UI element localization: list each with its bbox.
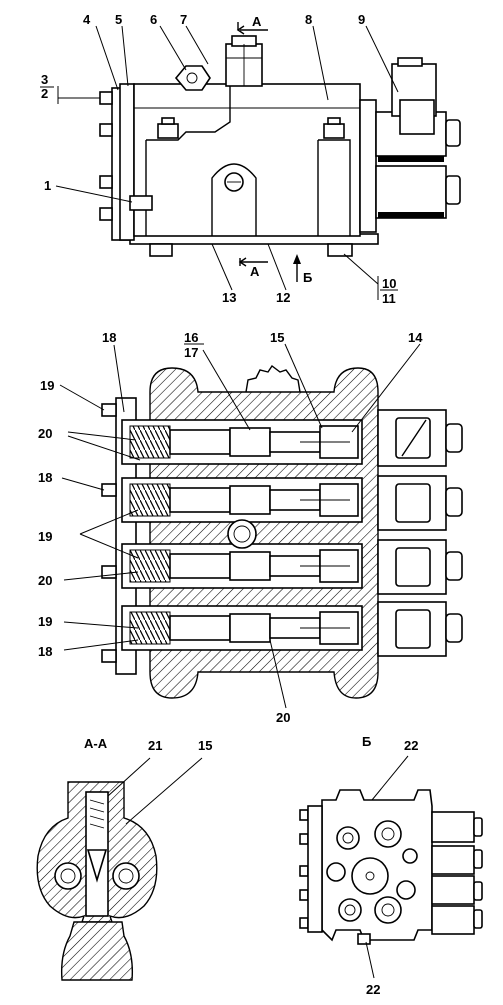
label-18-top: 18 bbox=[102, 330, 116, 345]
label-6: 6 bbox=[150, 12, 157, 27]
spool-2 bbox=[121, 477, 363, 523]
label-19-a: 19 bbox=[40, 378, 54, 393]
end-cover bbox=[119, 83, 135, 241]
section-mark-a-bottom: А bbox=[250, 264, 260, 279]
label-4: 4 bbox=[83, 12, 91, 27]
bolt-head bbox=[99, 123, 113, 137]
label-8: 8 bbox=[305, 12, 312, 27]
view-b: Б bbox=[299, 734, 483, 979]
label-22-bottom: 22 bbox=[366, 982, 380, 997]
label-7: 7 bbox=[180, 12, 187, 27]
label-19-b: 19 bbox=[38, 529, 52, 544]
label-15-aa: 15 bbox=[198, 738, 212, 753]
label-16: 16 bbox=[184, 330, 198, 345]
label-5: 5 bbox=[115, 12, 122, 27]
label-9: 9 bbox=[358, 12, 365, 27]
label-18-c: 18 bbox=[38, 644, 52, 659]
left-end-cap bbox=[115, 397, 137, 675]
central-port bbox=[227, 519, 257, 549]
bracket-bolt bbox=[157, 123, 179, 139]
label-10: 10 bbox=[382, 276, 396, 291]
view-arrow-b: Б bbox=[303, 270, 312, 285]
solenoid-coil bbox=[375, 165, 447, 219]
label-14: 14 bbox=[408, 330, 423, 345]
label-20-c: 20 bbox=[276, 710, 290, 725]
lock-clip bbox=[129, 195, 153, 211]
label-20-a: 20 bbox=[38, 426, 52, 441]
bolt-head bbox=[99, 207, 113, 221]
label-11: 11 bbox=[382, 291, 396, 306]
label-13: 13 bbox=[222, 290, 236, 305]
label-19-c: 19 bbox=[38, 614, 52, 629]
coil-cap bbox=[445, 175, 461, 205]
label-22-top: 22 bbox=[404, 738, 418, 753]
spool-4 bbox=[121, 605, 363, 651]
section-mark-a-top: А bbox=[252, 14, 262, 29]
label-12: 12 bbox=[276, 290, 290, 305]
solenoid-stack bbox=[359, 99, 377, 233]
bolt-head bbox=[99, 175, 113, 189]
label-20-b: 20 bbox=[38, 573, 52, 588]
foot-bolt bbox=[149, 243, 173, 257]
label-15: 15 bbox=[270, 330, 284, 345]
label-17: 17 bbox=[184, 345, 198, 360]
bracket-bolt bbox=[323, 123, 345, 139]
section-view bbox=[59, 343, 463, 709]
spool-1 bbox=[121, 419, 363, 465]
spool-3 bbox=[121, 543, 363, 589]
coil-cap bbox=[445, 119, 461, 147]
section-a-a-title: А-А bbox=[84, 736, 108, 751]
bolt-head bbox=[99, 91, 113, 105]
solenoid-connectors bbox=[377, 409, 463, 657]
label-21: 21 bbox=[148, 738, 162, 753]
front-view: А А Б bbox=[55, 14, 461, 300]
label-1: 1 bbox=[44, 178, 51, 193]
center-port-b bbox=[351, 857, 389, 895]
label-18-b: 18 bbox=[38, 470, 52, 485]
hex-nut bbox=[174, 65, 211, 91]
section-a-a: А-А bbox=[36, 736, 203, 981]
view-b-title: Б bbox=[362, 734, 371, 749]
label-2: 2 bbox=[41, 86, 48, 101]
valve-housing bbox=[133, 83, 361, 237]
foot-bolt bbox=[327, 243, 353, 257]
label-3: 3 bbox=[41, 72, 48, 87]
